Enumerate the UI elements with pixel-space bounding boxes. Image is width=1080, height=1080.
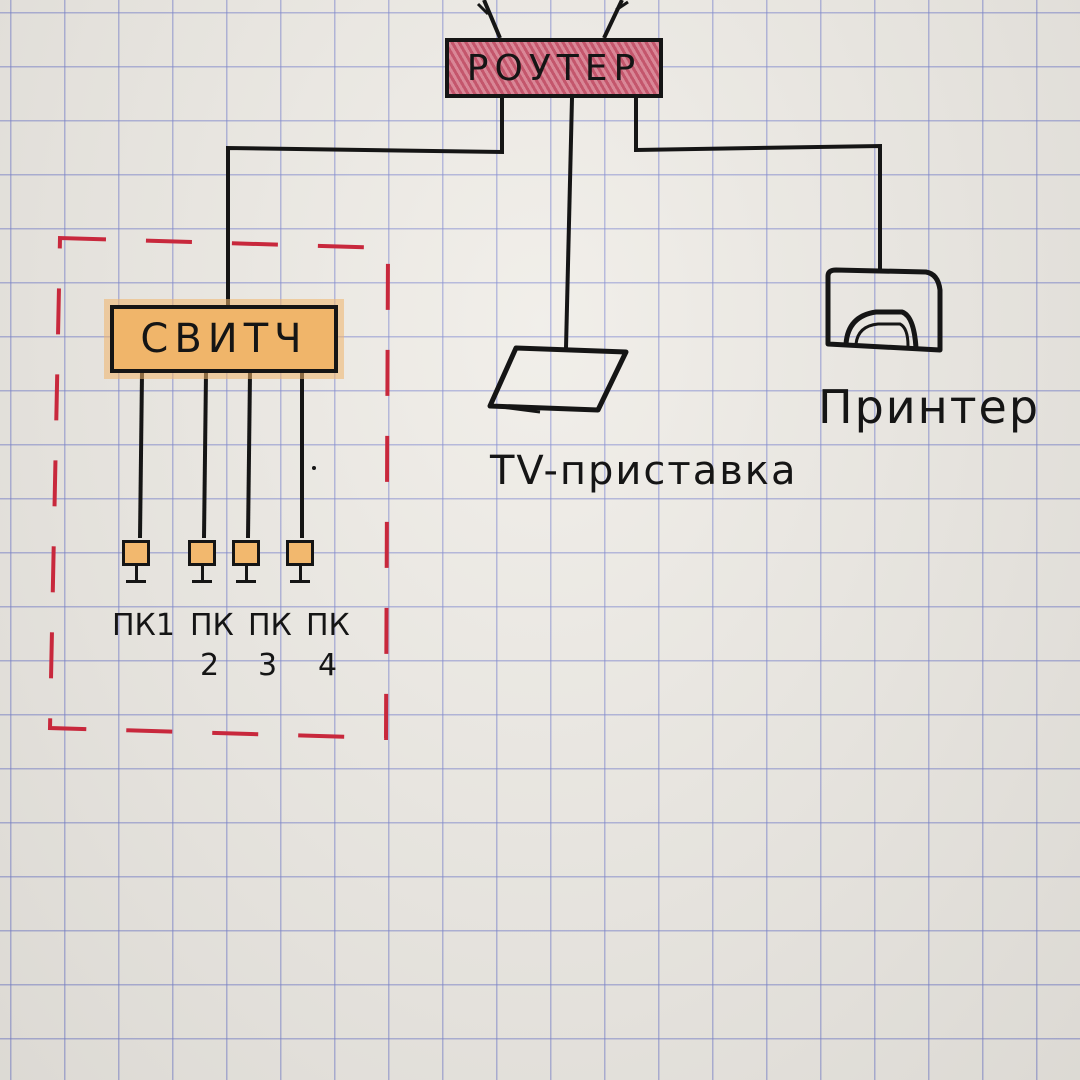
monitor-stand-icon <box>135 566 138 580</box>
printer-icon <box>825 267 943 353</box>
monitor-icon <box>122 540 150 566</box>
wire-router-switch <box>226 98 504 305</box>
monitor-icon <box>232 540 260 566</box>
tv-box-icon-edge <box>493 404 541 414</box>
pc-3-number: 3 <box>258 648 278 683</box>
pencil-dot <box>312 466 316 470</box>
antenna-left <box>482 0 502 39</box>
pc-4-label: ПК <box>306 608 350 643</box>
tv-box-label: TV-приставка <box>490 448 798 494</box>
printer-paper-icon <box>854 322 910 347</box>
pc-1-label: ПК1 <box>112 608 175 643</box>
monitor-base-icon <box>192 580 212 583</box>
switch-label: СВИТЧ <box>140 316 308 362</box>
router-label: РОУТЕР <box>466 47 642 89</box>
antenna-right <box>602 0 624 39</box>
switch-box: СВИТЧ <box>110 305 338 373</box>
wire-router-tv <box>564 97 574 349</box>
antenna-left-tip <box>476 2 490 16</box>
tv-box-icon <box>487 345 629 413</box>
wire-router-printer <box>634 98 882 270</box>
pc-2-number: 2 <box>200 648 220 683</box>
monitor-icon <box>286 540 314 566</box>
monitor-base-icon <box>126 580 146 583</box>
monitor-base-icon <box>236 580 256 583</box>
printer-label: Принтер <box>818 380 1041 434</box>
wire-switch-pc2 <box>202 372 208 539</box>
monitor-icon <box>188 540 216 566</box>
monitor-stand-icon <box>201 566 204 580</box>
local-group-border <box>47 235 391 741</box>
monitor-stand-icon <box>245 566 248 580</box>
monitor-base-icon <box>290 580 310 583</box>
wire-switch-pc3 <box>246 372 252 539</box>
pc-4-number: 4 <box>318 648 338 683</box>
antenna-right-tip <box>615 0 629 12</box>
monitor-stand-icon <box>299 566 302 580</box>
wire-switch-pc1 <box>138 372 144 539</box>
printer-tray-icon <box>843 309 919 349</box>
pc-3-label: ПК <box>248 608 292 643</box>
pc-2-label: ПК <box>190 608 234 643</box>
router-box: РОУТЕР <box>445 38 663 98</box>
